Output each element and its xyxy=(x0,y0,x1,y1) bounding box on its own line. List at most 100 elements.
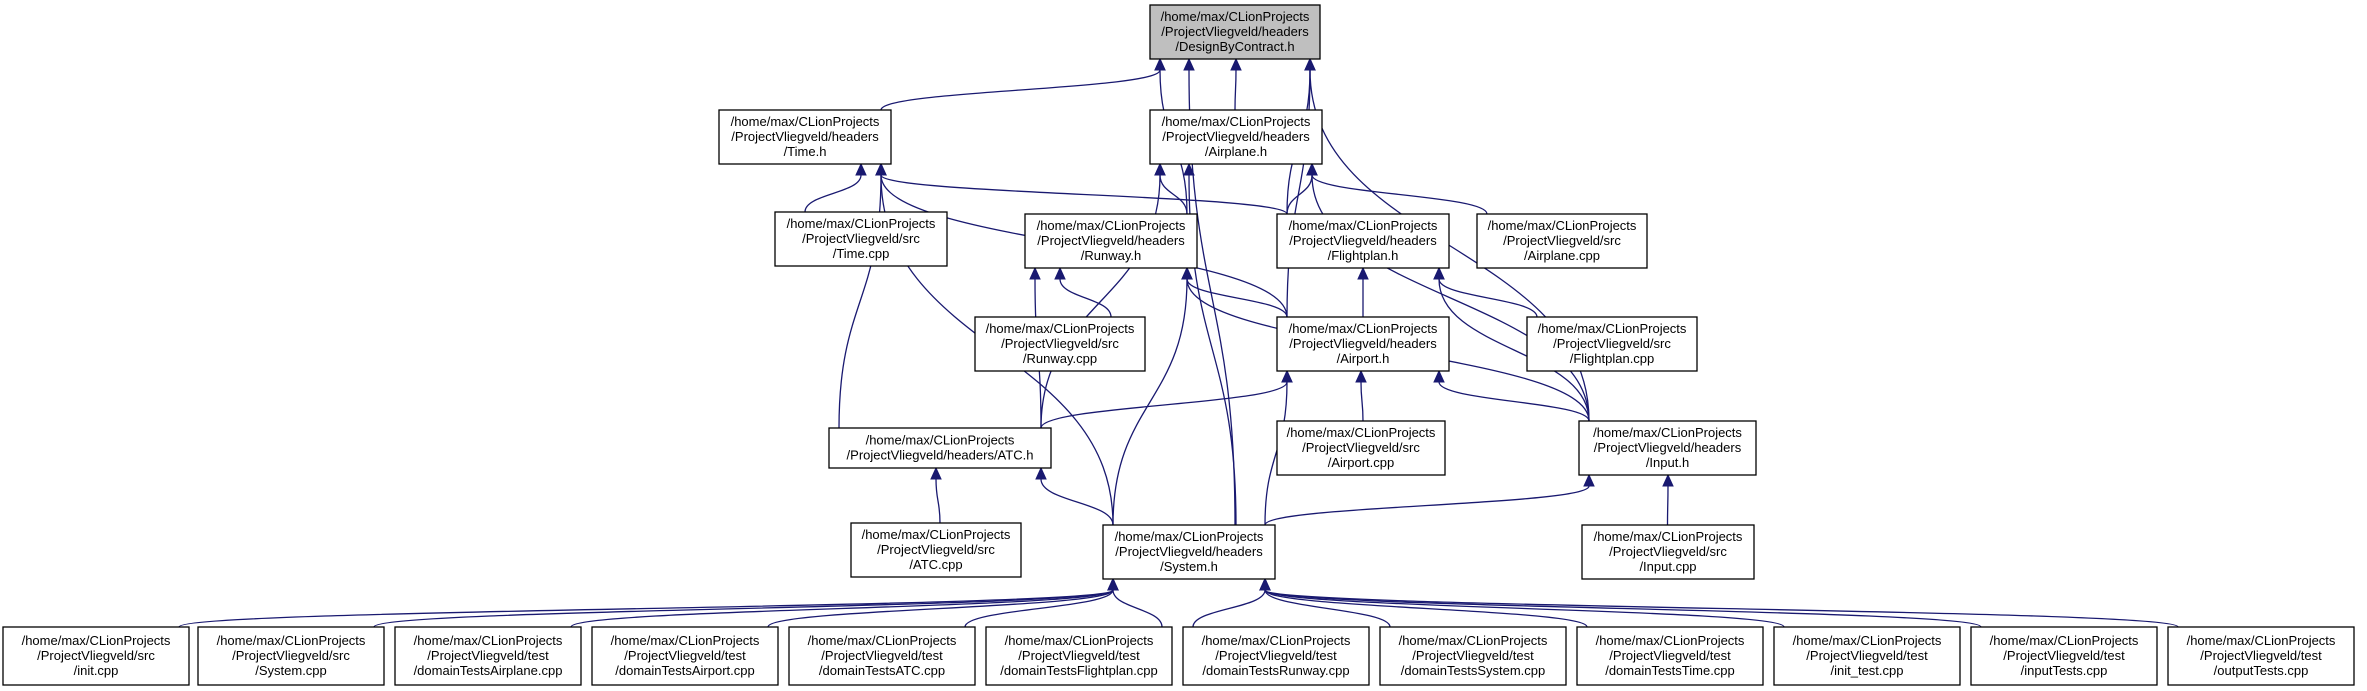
node-output_tests[interactable]: /home/max/CLionProjects/ProjectVliegveld… xyxy=(2167,626,2355,686)
node-label-line: /ProjectVliegveld/headers xyxy=(731,129,879,144)
node-label-line: /inputTests.cpp xyxy=(2021,663,2108,678)
node-dt_runway[interactable]: /home/max/CLionProjects/ProjectVliegveld… xyxy=(1182,626,1370,686)
node-dt_atc[interactable]: /home/max/CLionProjects/ProjectVliegveld… xyxy=(788,626,976,686)
arrowhead-input_cpp-to-input_h xyxy=(1662,473,1674,487)
node-label-line: /home/max/CLionProjects xyxy=(1005,633,1154,648)
node-label-line: /ProjectVliegveld/src xyxy=(802,231,920,246)
node-airport_h[interactable]: /home/max/CLionProjects/ProjectVliegveld… xyxy=(1276,316,1450,372)
node-runway_cpp[interactable]: /home/max/CLionProjects/ProjectVliegveld… xyxy=(974,316,1146,372)
node-airplane_h[interactable]: /home/max/CLionProjects/ProjectVliegveld… xyxy=(1149,109,1323,165)
node-label-line: /Time.h xyxy=(784,144,827,159)
node-label-line: /home/max/CLionProjects xyxy=(1538,321,1687,336)
arrowhead-input_h-to-airplane_h xyxy=(1306,162,1318,176)
node-dt_airplane[interactable]: /home/max/CLionProjects/ProjectVliegveld… xyxy=(394,626,582,686)
node-system_cpp[interactable]: /home/max/CLionProjects/ProjectVliegveld… xyxy=(197,626,385,686)
node-label-line: /home/max/CLionProjects xyxy=(1594,529,1743,544)
arrowhead-atc_cpp-to-atc_h xyxy=(930,466,942,480)
arrowhead-atc_h-to-airplane_h xyxy=(1154,162,1166,176)
node-system_h[interactable]: /home/max/CLionProjects/ProjectVliegveld… xyxy=(1102,524,1276,580)
node-box-airport_cpp xyxy=(1276,420,1446,476)
edge-airport_h-to-runway_h xyxy=(1186,278,1288,318)
node-box-input_cpp xyxy=(1581,524,1755,580)
node-flightplan_cpp[interactable]: /home/max/CLionProjects/ProjectVliegveld… xyxy=(1526,316,1698,372)
node-label-line: /home/max/CLionProjects xyxy=(866,433,1015,448)
edge-dt_airport-to-system_h xyxy=(767,589,1114,628)
node-label-line: /home/max/CLionProjects xyxy=(1289,321,1438,336)
arrowhead-airport_cpp-to-airport_h xyxy=(1355,369,1367,383)
node-atc_h[interactable]: /home/max/CLionProjects/ProjectVliegveld… xyxy=(828,427,1052,469)
node-dbc[interactable]: /home/max/CLionProjects/ProjectVliegveld… xyxy=(1149,4,1321,60)
node-dt_flightplan[interactable]: /home/max/CLionProjects/ProjectVliegveld… xyxy=(985,626,1173,686)
node-time_h[interactable]: /home/max/CLionProjects/ProjectVliegveld… xyxy=(718,109,892,165)
edge-dt_airplane-to-system_h xyxy=(570,589,1114,628)
node-box-flightplan_h xyxy=(1276,213,1450,269)
edge-system_h-to-input_h xyxy=(1264,485,1590,526)
node-label-line: /home/max/CLionProjects xyxy=(414,633,563,648)
edge-dt_time-to-system_h xyxy=(1264,589,1588,628)
node-airport_cpp[interactable]: /home/max/CLionProjects/ProjectVliegveld… xyxy=(1276,420,1446,476)
node-label-line: /home/max/CLionProjects xyxy=(1990,633,2139,648)
node-label-line: /ProjectVliegveld/test xyxy=(2003,648,2125,663)
edge-airplane_cpp-to-airplane_h xyxy=(1311,174,1488,215)
node-dt_airport[interactable]: /home/max/CLionProjects/ProjectVliegveld… xyxy=(591,626,779,686)
node-label-line: /home/max/CLionProjects xyxy=(862,527,1011,542)
node-label-line: /ProjectVliegveld/headers xyxy=(1289,336,1437,351)
edge-flightplan_h-to-time_h xyxy=(880,174,1288,215)
node-label-line: /home/max/CLionProjects xyxy=(1488,218,1637,233)
nodes-layer: /home/max/CLionProjects/ProjectVliegveld… xyxy=(2,4,2355,686)
node-box-dt_runway xyxy=(1182,626,1370,686)
node-box-dt_flightplan xyxy=(985,626,1173,686)
node-label-line: /home/max/CLionProjects xyxy=(1596,633,1745,648)
node-label-line: /home/max/CLionProjects xyxy=(986,321,1135,336)
node-label-line: /home/max/CLionProjects xyxy=(1287,425,1436,440)
edge-init_test-to-system_h xyxy=(1264,589,1785,628)
node-label-line: /ProjectVliegveld/test xyxy=(1215,648,1337,663)
node-label-line: /ProjectVliegveld/test xyxy=(624,648,746,663)
node-label-line: /outputTests.cpp xyxy=(2214,663,2309,678)
node-label-line: /Flightplan.h xyxy=(1328,248,1399,263)
node-label-line: /home/max/CLionProjects xyxy=(1161,9,1310,24)
node-box-dt_time xyxy=(1576,626,1764,686)
node-label-line: /home/max/CLionProjects xyxy=(1202,633,1351,648)
node-label-line: /ProjectVliegveld/headers xyxy=(1037,233,1185,248)
node-label-line: /Runway.h xyxy=(1081,248,1141,263)
edge-dt_atc-to-system_h xyxy=(964,589,1114,628)
node-time_cpp[interactable]: /home/max/CLionProjects/ProjectVliegveld… xyxy=(774,211,948,267)
node-label-line: /home/max/CLionProjects xyxy=(22,633,171,648)
arrowhead-system_h-to-dbc xyxy=(1183,57,1195,71)
edge-init_cpp-to-system_h xyxy=(178,589,1114,628)
node-init_cpp[interactable]: /home/max/CLionProjects/ProjectVliegveld… xyxy=(2,626,190,686)
node-label-line: /domainTestsRunway.cpp xyxy=(1202,663,1349,678)
node-label-line: /home/max/CLionProjects xyxy=(611,633,760,648)
node-input_h[interactable]: /home/max/CLionProjects/ProjectVliegveld… xyxy=(1578,420,1757,476)
node-label-line: /home/max/CLionProjects xyxy=(1399,633,1548,648)
node-label-line: /home/max/CLionProjects xyxy=(1593,425,1742,440)
node-dt_system[interactable]: /home/max/CLionProjects/ProjectVliegveld… xyxy=(1379,626,1567,686)
node-label-line: /ProjectVliegveld/src xyxy=(232,648,350,663)
arrowhead-system_h-to-time_h xyxy=(875,162,887,176)
node-label-line: /ProjectVliegveld/src xyxy=(1302,440,1420,455)
node-runway_h[interactable]: /home/max/CLionProjects/ProjectVliegveld… xyxy=(1024,213,1198,269)
node-dt_time[interactable]: /home/max/CLionProjects/ProjectVliegveld… xyxy=(1576,626,1764,686)
node-label-line: /home/max/CLionProjects xyxy=(808,633,957,648)
node-box-flightplan_cpp xyxy=(1526,316,1698,372)
node-box-runway_cpp xyxy=(974,316,1146,372)
node-label-line: /ProjectVliegveld/test xyxy=(1806,648,1928,663)
node-label-line: /home/max/CLionProjects xyxy=(731,114,880,129)
edge-time_h-to-dbc xyxy=(880,69,1161,111)
node-flightplan_h[interactable]: /home/max/CLionProjects/ProjectVliegveld… xyxy=(1276,213,1450,269)
node-airplane_cpp[interactable]: /home/max/CLionProjects/ProjectVliegveld… xyxy=(1476,213,1648,269)
node-input_cpp[interactable]: /home/max/CLionProjects/ProjectVliegveld… xyxy=(1581,524,1755,580)
node-label-line: /Input.h xyxy=(1646,455,1689,470)
node-label-line: /ProjectVliegveld/headers xyxy=(1161,24,1309,39)
edge-dt_system-to-system_h xyxy=(1264,589,1391,628)
node-box-airplane_cpp xyxy=(1476,213,1648,269)
node-label-line: /Runway.cpp xyxy=(1023,351,1097,366)
arrowhead-system_h-to-input_h xyxy=(1583,473,1595,487)
node-label-line: /ProjectVliegveld/test xyxy=(1609,648,1731,663)
node-box-init_test xyxy=(1773,626,1961,686)
node-label-line: /ProjectVliegveld/test xyxy=(821,648,943,663)
node-atc_cpp[interactable]: /home/max/CLionProjects/ProjectVliegveld… xyxy=(850,522,1022,578)
node-input_tests[interactable]: /home/max/CLionProjects/ProjectVliegveld… xyxy=(1970,626,2158,686)
node-init_test[interactable]: /home/max/CLionProjects/ProjectVliegveld… xyxy=(1773,626,1961,686)
